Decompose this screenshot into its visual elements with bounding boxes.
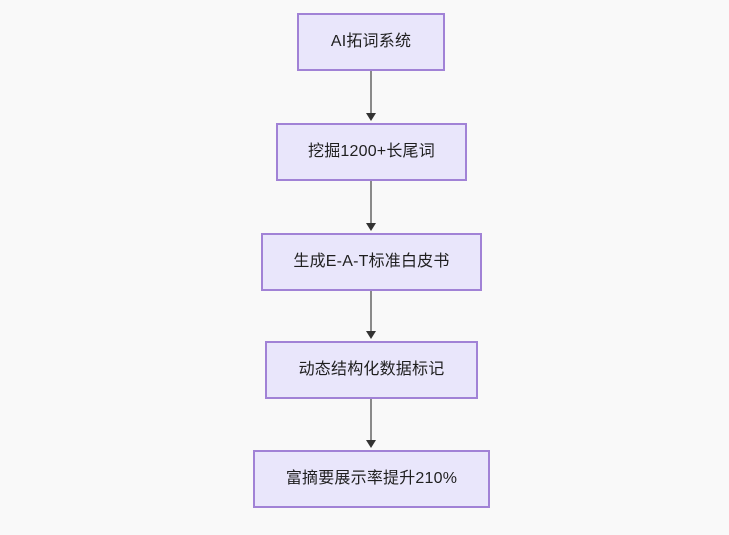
arrowhead-1-2: [366, 113, 376, 121]
flow-node-label: AI拓词系统: [330, 33, 412, 50]
connector-line-2-3: [370, 181, 372, 225]
arrowhead-2-3: [366, 223, 376, 231]
connector-line-1-2: [370, 71, 372, 115]
flow-node-mine-longtail-keywords[interactable]: 挖掘1200+长尾词: [276, 123, 467, 181]
arrowhead-3-4: [366, 331, 376, 339]
connector-line-4-5: [370, 399, 372, 442]
connector-line-3-4: [370, 291, 372, 333]
flow-node-label: 挖掘1200+长尾词: [308, 143, 435, 160]
arrowhead-4-5: [366, 440, 376, 448]
flow-node-dynamic-structured-data-markup[interactable]: 动态结构化数据标记: [265, 341, 478, 399]
flow-node-generate-eat-whitepaper[interactable]: 生成E-A-T标准白皮书: [261, 233, 482, 291]
flow-node-label: 富摘要展示率提升210%: [285, 470, 458, 487]
flow-node-label: 生成E-A-T标准白皮书: [293, 253, 450, 270]
flow-node-ai-keyword-system[interactable]: AI拓词系统: [297, 13, 445, 71]
flow-node-rich-snippet-impression-uplift[interactable]: 富摘要展示率提升210%: [253, 450, 490, 508]
flow-node-label: 动态结构化数据标记: [298, 361, 445, 378]
